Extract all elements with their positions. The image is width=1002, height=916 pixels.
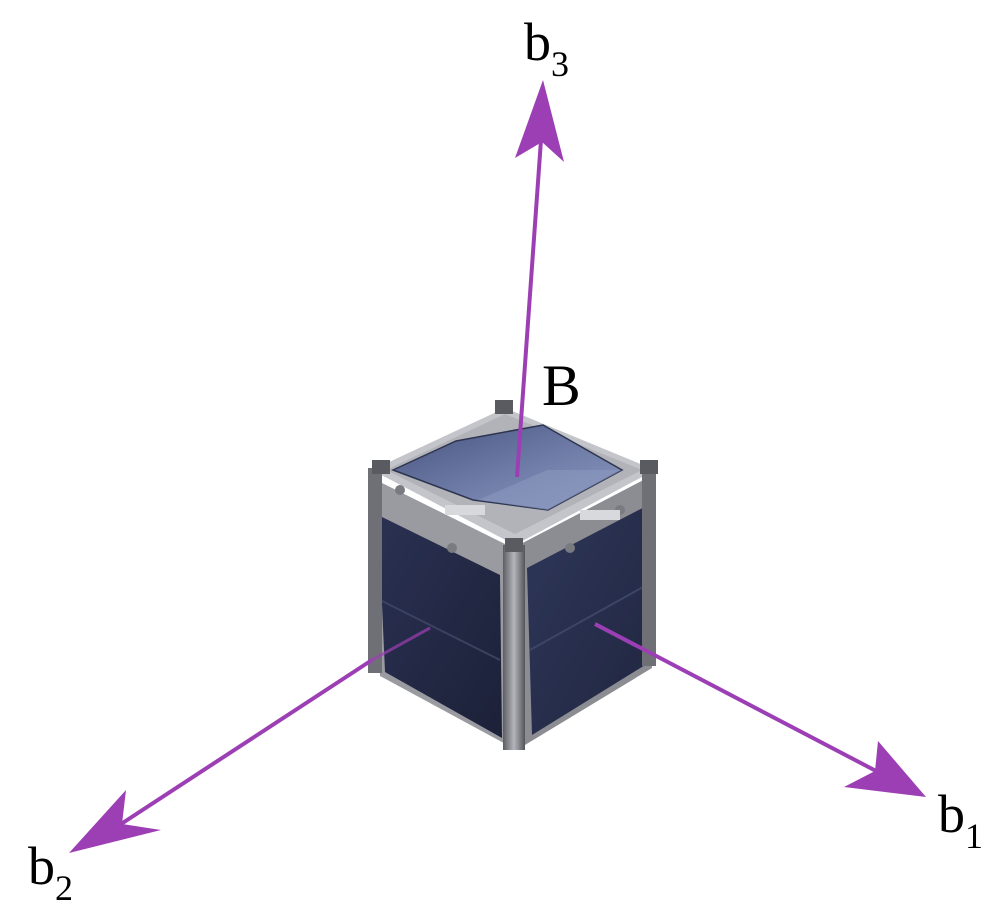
right-solar-panel (527, 502, 654, 735)
axis-b1 (594, 622, 926, 797)
left-solar-panel (378, 515, 502, 738)
corner-rail-right (642, 466, 656, 666)
axis-b2-arrowhead (69, 790, 161, 853)
axis-b2-line-lower (116, 658, 374, 828)
axis-b3-label: b3 (524, 12, 569, 84)
axis-b1-label: b1 (938, 784, 983, 856)
axis-b2-line (371, 626, 431, 662)
origin-label: B (542, 353, 581, 418)
axis-b3-line (515, 139, 543, 478)
axis-b3 (515, 80, 564, 478)
corner-rail-left (368, 468, 382, 673)
cubesat-icon (368, 400, 658, 750)
corner-rail-front (503, 545, 525, 750)
axis-b2 (69, 626, 431, 853)
axis-b2-label: b2 (28, 836, 73, 908)
axis-b1-arrowhead (844, 741, 926, 797)
axis-b1-line (594, 622, 879, 774)
axis-b3-arrowhead (515, 80, 564, 162)
